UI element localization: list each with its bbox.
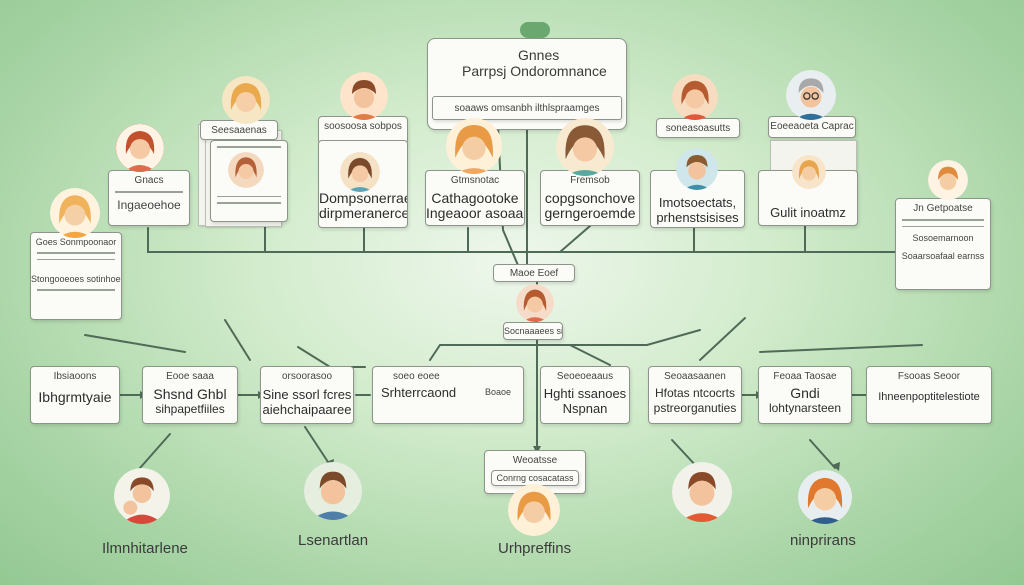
bottom-card-5-line1: Hghti ssanoes: [543, 386, 627, 401]
title-subheading: Parrpsj Ondoromnance: [462, 63, 607, 79]
bottom-card-1-line1: Ibhgrmtyaie: [38, 389, 112, 405]
top-card-1-caption-text: Seesaaenas: [211, 125, 267, 136]
bottom-card-6: Seoaasaanen Hfotas ntcocrts pstreorganut…: [648, 366, 742, 424]
bottom-card-2-line1: Shsnd Ghbl: [153, 386, 227, 402]
bottom-card-6-caption: Seoaasaanen: [664, 371, 726, 382]
top-card-5-caption: soneasoasutts: [656, 118, 740, 138]
man-avatar: [340, 72, 388, 120]
title-badge: [520, 22, 550, 38]
bottom-card-5-caption: Seoeoeaaus: [556, 371, 614, 382]
bottom-label-1: Ilmnhitarlene: [102, 540, 188, 557]
bottom-card-2-line2: sihpapetfiiles: [155, 402, 225, 416]
top-card-3-line2: Ingeaoor asoaah: [426, 205, 525, 221]
top-card-4-caption: Fremsob: [570, 175, 610, 186]
top-card-3-caption: Gtmsnotac: [450, 175, 500, 186]
bottom-card-4-caption: soeo eoee: [393, 371, 440, 382]
center-label-text: Maoe Eoef: [509, 268, 559, 279]
left-panel-2-line1: Stongooeoes sotinhoes: [31, 274, 122, 284]
brown-hair-woman-avatar: [228, 152, 264, 188]
bottom-card-8-line1: Ihneenpoptitelestiote: [878, 391, 980, 403]
top-card-6-caption-text: Eoeeaoeta Caprac: [770, 121, 854, 132]
bottom-card-7-line1: Gndi: [790, 385, 820, 401]
right-panel-line2: Soaarsoafaal earnss: [901, 251, 985, 261]
woman-avatar: [340, 152, 380, 192]
bottom-card-6-line2: pstreorganuties: [653, 401, 737, 415]
older-man-glasses-avatar: [786, 70, 836, 120]
left-panel-1: Gnacs Ingaeoehoe: [108, 170, 190, 226]
top-card-4-line1: copgsonchove: [544, 190, 636, 206]
title-heading: Gnnes: [518, 47, 560, 63]
top-card-2-caption-text: soosoosa sobpos: [324, 121, 402, 132]
right-panel-line1: Sosoemarnoon: [912, 233, 974, 243]
bottom-card-6-line1: Hfotas ntcocrts: [654, 386, 736, 400]
left-panel-1-caption: Gnacs: [134, 175, 164, 186]
bottom-card-2: Eooe saaa Shsnd Ghbl sihpapetfiiles: [142, 366, 238, 424]
brown-bob-woman-avatar: [556, 118, 614, 176]
top-card-4-line2: gerngeroemde: [544, 205, 636, 221]
blonde-woman-avatar: [50, 188, 100, 238]
bottom-card-8-caption: Fsooas Seoor: [897, 371, 961, 382]
blonde-woman-avatar: [222, 76, 270, 124]
top-card-3: Gtmsnotac Cathagootoke Ingeaoor asoaah: [425, 170, 525, 226]
top-card-5: Imotsoectats, prhenstsisises: [650, 170, 745, 228]
bottom-card-4-line2: Boaoe: [485, 387, 512, 397]
woman-red-hair-avatar: [116, 124, 164, 172]
right-panel: Jn Getpoatse Sosoemarnoon Soaarsoafaal e…: [895, 198, 991, 290]
left-panel-2-caption: Goes Sonmpoonaor: [35, 237, 117, 247]
top-card-5-line1: Imotsoectats,: [658, 195, 737, 210]
bottom-card-4: soeo eoee Srhterrcaond Boaoe: [372, 366, 524, 424]
family-avatar: [114, 468, 170, 524]
title-banner: soaaws omsanbh ilthlspraamges: [432, 96, 622, 120]
center-woman-avatar: [516, 284, 554, 322]
top-card-1-caption: Seesaaenas: [200, 120, 278, 140]
title-banner-text: soaaws omsanbh ilthlspraamges: [454, 103, 600, 114]
teal-boy-avatar: [676, 148, 718, 190]
top-card-4: Fremsob copgsonchove gerngeroemde: [540, 170, 640, 226]
man-avatar: [672, 462, 732, 522]
bottom-card-7: Feoaa Taosae Gndi lohtynarsteen: [758, 366, 852, 424]
woman-avatar: [672, 74, 718, 120]
bottom-label-4: ninprirans: [790, 532, 856, 549]
center-label: Maoe Eoef: [493, 264, 575, 282]
center-caption-text: Socnaaaees siole: [504, 326, 563, 336]
bottom-card-4-line1: Srhterrcaond: [381, 385, 457, 400]
bottom-card-3-line1: Sine ssorl fcres: [262, 387, 352, 402]
top-card-3-line1: Cathagootoke: [431, 190, 519, 206]
bottom-card-1: Ibsiaoons Ibhgrmtyaie: [30, 366, 120, 424]
bottom-card-7-line2: lohtynarsteen: [768, 401, 842, 415]
top-card-6-line1: Gulit inoatmz: [770, 205, 846, 220]
bottom-card-5: Seoeoeaaus Hghti ssanoes Nspnan: [540, 366, 630, 424]
top-card-5-caption-text: soneasoasutts: [665, 123, 731, 134]
top-card-2-line2: dirpmeranerce: [319, 205, 408, 221]
woman-avatar: [798, 470, 852, 524]
bottom-center-line1: Conrng cosacatass: [496, 473, 574, 483]
bottom-card-2-caption: Eooe saaa: [166, 371, 214, 382]
center-caption: Socnaaaees siole: [503, 322, 563, 340]
woman-avatar: [508, 484, 560, 536]
left-panel-1-line1: Ingaeoehoe: [117, 197, 181, 212]
bottom-label-2: Lsenartlan: [298, 532, 369, 549]
bottom-card-7-caption: Feoaa Taosae: [773, 371, 837, 382]
bottom-card-3: orsoorasoo Sine ssorl fcres aiehchaipaar…: [260, 366, 354, 424]
top-card-2-caption: soosoosa sobpos: [318, 116, 408, 144]
bottom-card-1-caption: Ibsiaoons: [53, 371, 97, 382]
bottom-center-caption: Weoatsse: [512, 455, 558, 466]
blonde-girl-avatar: [792, 155, 826, 189]
bottom-card-8: Fsooas Seoor Ihneenpoptitelestiote: [866, 366, 992, 424]
left-panel-2: Goes Sonmpoonaor Stongooeoes sotinhoes: [30, 232, 122, 320]
man-avatar: [304, 462, 362, 520]
bottom-label-3: Urhpreffins: [498, 540, 572, 557]
bottom-card-5-line2: Nspnan: [562, 401, 608, 416]
top-card-5-line2: prhenstsisises: [656, 210, 739, 225]
top-card-2-line1: Dompsonerrae: [319, 190, 408, 206]
curly-woman-avatar: [446, 118, 502, 174]
boy-avatar: [928, 160, 968, 200]
bottom-card-3-line2: aiehchaipaaree: [262, 402, 352, 417]
bottom-card-3-caption: orsoorasoo: [281, 371, 333, 382]
right-panel-caption: Jn Getpoatse: [913, 203, 973, 214]
